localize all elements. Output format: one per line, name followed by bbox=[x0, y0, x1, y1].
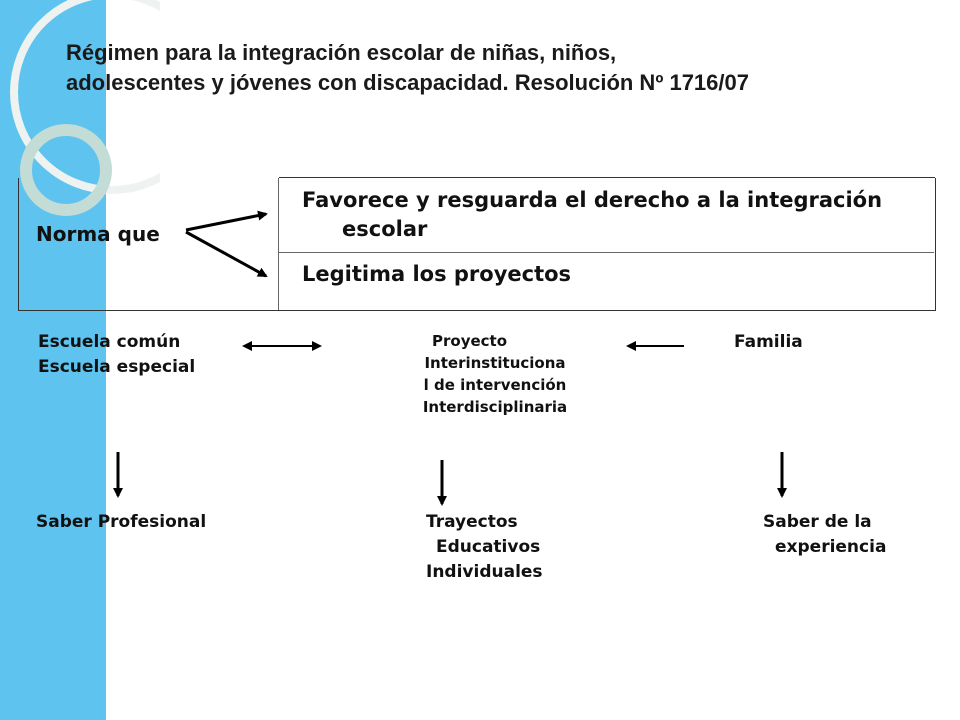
trayectos-line-1: Trayectos bbox=[426, 512, 518, 532]
row1-line-1: Favorece y resguarda el derecho a la int… bbox=[302, 188, 883, 212]
trayectos-line-2: Educativos bbox=[436, 537, 541, 557]
slide-title: Régimen para la integración escolar de n… bbox=[66, 38, 926, 98]
saber-experiencia-line-2: experiencia bbox=[775, 537, 887, 557]
proyecto-line-1: Proyecto bbox=[432, 332, 508, 350]
trayectos-line-3: Individuales bbox=[426, 562, 543, 582]
title-line-2: adolescentes y jóvenes con discapacidad.… bbox=[66, 70, 749, 95]
saber-experiencia-line-1: Saber de la bbox=[763, 512, 872, 532]
proyecto-line-2: Interinstituciona bbox=[424, 354, 566, 372]
escuela-comun-label: Escuela común bbox=[38, 332, 181, 352]
table-divider-horizontal bbox=[279, 252, 934, 253]
saber-experiencia-block: Saber de la experiencia bbox=[763, 510, 886, 560]
escuelas-block: Escuela común Escuela especial bbox=[38, 330, 195, 380]
title-line-1: Régimen para la integración escolar de n… bbox=[66, 40, 617, 65]
table-top-border bbox=[279, 177, 935, 178]
norma-que-label: Norma que bbox=[36, 222, 160, 246]
proyecto-line-4: Interdisciplinaria bbox=[422, 398, 568, 416]
row1-line-2: escolar bbox=[342, 217, 428, 241]
proyecto-line-3: l de intervención bbox=[423, 376, 567, 394]
ring-large bbox=[10, 0, 160, 194]
table-row-2: Legitima los proyectos bbox=[302, 262, 572, 286]
proyecto-block: Proyecto Interinstituciona l de interven… bbox=[400, 330, 590, 418]
table-divider-vertical bbox=[278, 178, 279, 310]
familia-label: Familia bbox=[734, 332, 803, 352]
norma-table bbox=[18, 178, 936, 311]
decorative-rings bbox=[10, 0, 160, 216]
table-row-1: Favorece y resguarda el derecho a la int… bbox=[302, 186, 912, 244]
ring-small bbox=[20, 124, 112, 216]
trayectos-block: Trayectos Educativos Individuales bbox=[426, 510, 543, 585]
saber-profesional-label: Saber Profesional bbox=[36, 512, 207, 532]
escuela-especial-label: Escuela especial bbox=[38, 357, 196, 377]
